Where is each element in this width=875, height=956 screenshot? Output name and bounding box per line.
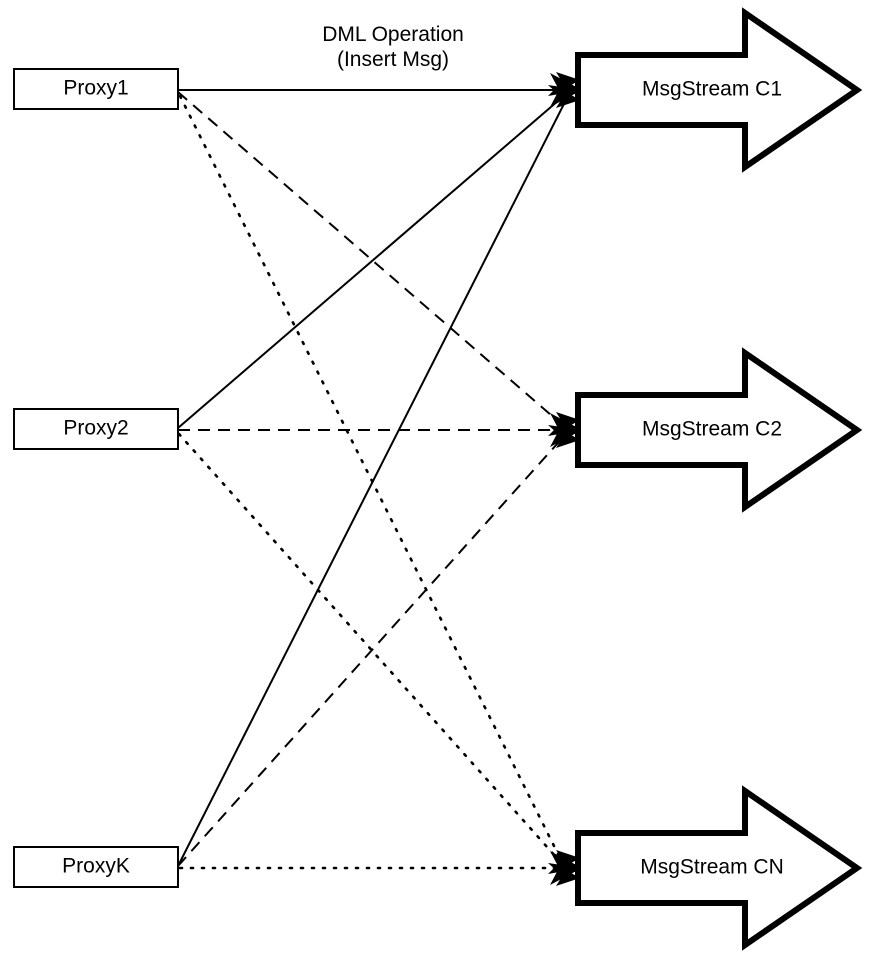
edge-proxy1-c2	[177, 91, 567, 429]
stream-cn[interactable]: MsgStream CN	[575, 785, 863, 951]
dml-annotation-line1: DML Operation	[322, 23, 464, 46]
streams-layer: MsgStream C1 MsgStream C2 MsgStream CN	[575, 7, 863, 951]
stream-cn-shape	[575, 785, 863, 951]
edge-proxy2-c1	[177, 93, 567, 429]
stream-c1[interactable]: MsgStream C1	[575, 7, 863, 173]
stream-cn-label: MsgStream CN	[640, 856, 784, 879]
arrowhead-c2	[548, 412, 582, 448]
proxyk-box	[13, 846, 179, 888]
proxy2[interactable]: Proxy2	[13, 408, 179, 450]
edge-proxyk-c2	[177, 433, 567, 867]
proxyk-label: ProxyK	[62, 855, 130, 878]
arrowhead-c1	[548, 72, 582, 108]
proxy1-box	[13, 68, 179, 110]
proxy1-label: Proxy1	[63, 77, 128, 100]
proxy1[interactable]: Proxy1	[13, 68, 179, 110]
stream-c1-shape	[575, 7, 863, 173]
proxyk[interactable]: ProxyK	[13, 846, 179, 888]
stream-c2[interactable]: MsgStream C2	[575, 347, 863, 513]
proxy2-box	[13, 408, 179, 450]
arrowheads-layer	[548, 72, 582, 886]
annotations-layer: DML Operation(Insert Msg)	[322, 23, 464, 71]
proxy2-label: Proxy2	[63, 417, 128, 440]
arrowhead-cn	[548, 850, 582, 886]
edge-proxyk-c1	[177, 95, 569, 867]
dml-annotation-line2: (Insert Msg)	[337, 48, 449, 71]
edges-layer	[177, 89, 570, 870]
stream-c2-label: MsgStream C2	[642, 418, 782, 441]
stream-c1-label: MsgStream C1	[642, 78, 782, 101]
stream-c2-shape	[575, 347, 863, 513]
